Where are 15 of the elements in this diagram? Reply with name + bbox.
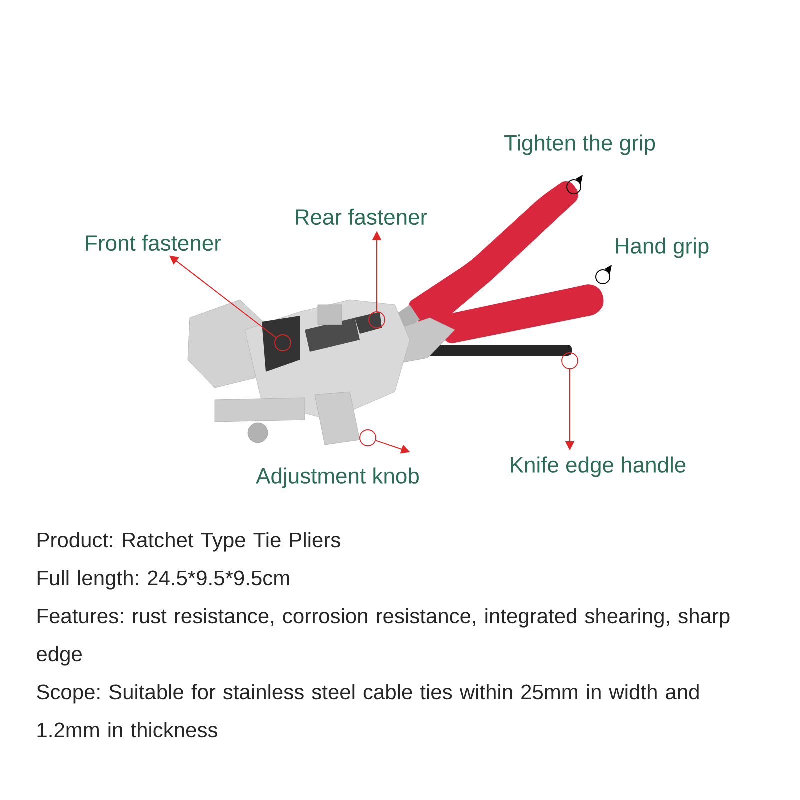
- marker-circle: [562, 352, 578, 370]
- marker-circle: [368, 312, 386, 328]
- callout-label: Rear fastener: [296, 208, 428, 226]
- marker-circle: [360, 430, 376, 446]
- callout-label: Front fastener: [86, 234, 222, 252]
- spec-text: Product: Ratchet Type Tie Pliers: [38, 532, 340, 552]
- spec-text: Features: rust resistance, corrosion resistance, integrated shearing, sharp edge: [37, 608, 730, 666]
- spec-text: Scope: Suitable for stainless steel cable ties within 25mm in width and 1.2mm in thickness: [37, 684, 699, 738]
- spec-text: Full length: 24.5*9.5*9.5cm: [38, 570, 290, 590]
- marker-circle: [274, 334, 292, 352]
- callout-label: Tighten the grip: [504, 134, 656, 156]
- callout-label: Knife edge handle: [511, 456, 686, 478]
- leader-line: [170, 256, 277, 338]
- callout-label: Adjustment knob: [256, 468, 419, 488]
- callout-label: Hand grip: [616, 238, 709, 258]
